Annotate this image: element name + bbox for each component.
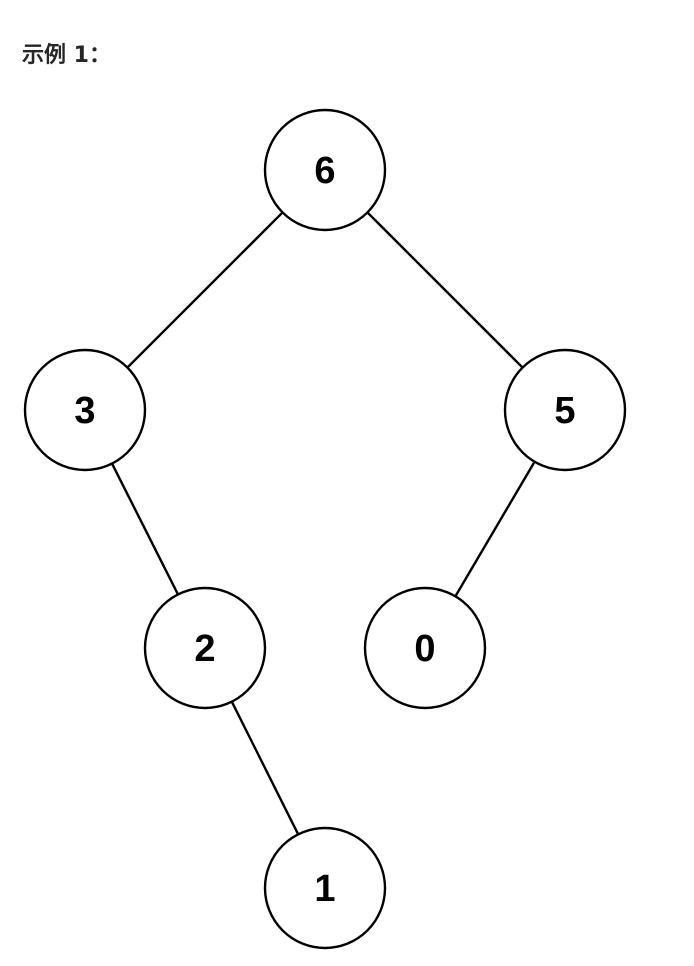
tree-node-1: 1 — [263, 826, 387, 950]
tree-node-5: 5 — [503, 348, 627, 472]
tree-edge-n3-n2 — [110, 463, 180, 595]
tree-node-label: 6 — [314, 150, 335, 192]
tree-nodes: 6 3 5 2 0 1 — [23, 108, 627, 950]
tree-node-0: 0 — [363, 586, 487, 710]
tree-node-label: 1 — [314, 868, 335, 910]
tree-node-circle — [23, 348, 147, 472]
tree-node-label: 2 — [194, 628, 215, 670]
tree-node-label: 5 — [554, 390, 575, 432]
tree-node-circle — [143, 586, 267, 710]
tree-edge-n5-n0 — [454, 461, 536, 597]
tree-node-6: 6 — [263, 108, 387, 232]
tree-node-2: 2 — [143, 586, 267, 710]
example-heading: 示例 1： — [22, 43, 111, 68]
tree-edge-n2-n1 — [230, 701, 300, 835]
tree-node-circle — [263, 108, 387, 232]
tree-edges — [110, 211, 536, 835]
tree-node-circle — [503, 348, 627, 472]
tree-edge-n6-n5 — [366, 211, 524, 369]
tree-node-3: 3 — [23, 348, 147, 472]
tree-node-circle — [263, 826, 387, 950]
tree-node-circle — [363, 586, 487, 710]
tree-edge-n6-n3 — [126, 211, 284, 369]
tree-node-label: 0 — [414, 628, 435, 670]
tree-node-label: 3 — [74, 390, 95, 432]
